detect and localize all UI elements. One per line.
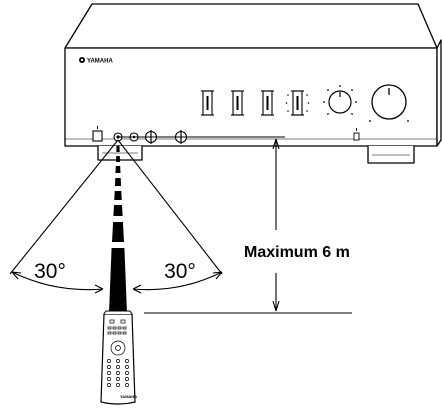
selector-knob-1[interactable] xyxy=(201,90,214,116)
amplifier-brand: YAMAHA xyxy=(87,59,113,65)
yamaha-logo-icon xyxy=(79,57,85,63)
infrared-beam xyxy=(109,146,127,313)
right-foot xyxy=(367,146,415,164)
volume-dial[interactable] xyxy=(369,84,409,122)
amplifier-side-panel xyxy=(436,39,442,147)
selector-knob-3[interactable] xyxy=(261,90,274,116)
right-angle-arc xyxy=(132,271,223,291)
cone-left-edge xyxy=(9,139,119,275)
remote-body xyxy=(100,313,136,405)
selector-knob-4[interactable] xyxy=(291,90,304,116)
amplifier-top-panel xyxy=(64,3,438,49)
cone-right-edge xyxy=(117,139,223,275)
right-angle-label: 30° xyxy=(164,260,196,283)
remote-control: YAMAHA xyxy=(100,310,137,405)
left-angle-label: 30° xyxy=(34,260,66,283)
remote-buttons xyxy=(107,319,129,387)
selector-tick-marks xyxy=(285,94,310,112)
distance-label: Maximum 6 m xyxy=(244,244,350,261)
balance-dial[interactable] xyxy=(323,85,357,115)
left-angle-arc xyxy=(11,271,104,291)
remote-brand: YAMAHA xyxy=(120,394,137,399)
angle-arcs xyxy=(11,271,223,294)
selector-knob-2[interactable] xyxy=(231,90,244,116)
standby-indicator xyxy=(353,128,360,141)
range-lines xyxy=(9,136,352,314)
distance-arrow xyxy=(272,138,280,312)
power-button[interactable] xyxy=(92,126,103,142)
selector-controls xyxy=(201,90,304,116)
